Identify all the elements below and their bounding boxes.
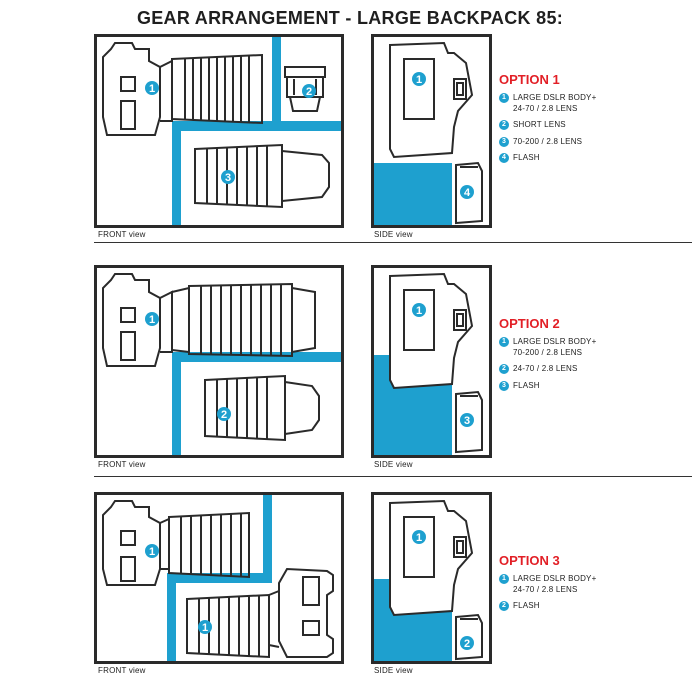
badge-side-2: 2: [464, 638, 470, 650]
item-number: 3: [499, 136, 509, 147]
item-line1: 24-70 / 2.8 LENS: [513, 364, 578, 373]
badge-side-4: 4: [464, 187, 471, 199]
item-line2: 24-70 / 2.8 LENS: [513, 584, 578, 594]
front-view-label: FRONT view: [98, 460, 146, 469]
legend-item: 1 LARGE DSLR BODY+70-200 / 2.8 LENS: [499, 337, 699, 358]
option-legend-1: OPTION 1 1 LARGE DSLR BODY+24-70 / 2.8 LE…: [499, 72, 699, 170]
badge-front-1: 1: [149, 314, 155, 326]
side-view-diagram-option-1: 1 4: [371, 34, 492, 228]
legend-item: 1 LARGE DSLR BODY+24-70 / 2.8 LENS: [499, 93, 699, 114]
option-legend-2: OPTION 2 1 LARGE DSLR BODY+70-200 / 2.8 L…: [499, 316, 699, 397]
item-line2: 24-70 / 2.8 LENS: [513, 103, 578, 113]
section-divider: [94, 242, 692, 243]
front-view-diagram-option-3: 1 1: [94, 492, 344, 664]
item-line1: LARGE DSLR BODY+: [513, 337, 597, 346]
badge-front-1: 1: [149, 83, 155, 95]
item-number: 1: [499, 93, 509, 103]
badge-front-1b: 1: [202, 622, 208, 634]
option-title: OPTION 3: [499, 553, 560, 568]
option-title: OPTION 1: [499, 72, 560, 87]
badge-front-2: 2: [306, 86, 312, 98]
legend-item: 2 24-70 / 2.8 LENS: [499, 364, 699, 375]
front-view-diagram-option-1: 1 2 3: [94, 34, 344, 228]
item-number: 3: [499, 380, 509, 391]
badge-side-1: 1: [416, 532, 422, 544]
item-line1: LARGE DSLR BODY+: [513, 93, 597, 102]
legend-item: 3 70-200 / 2.8 LENS: [499, 136, 699, 148]
front-view-diagram-option-2: 1 2: [94, 265, 344, 458]
item-line1: 70-200 / 2.8 LENS: [513, 136, 583, 146]
item-line1: SHORT LENS: [513, 120, 566, 129]
item-line1: FLASH: [513, 153, 540, 162]
side-view-diagram-option-3: 1 2: [371, 492, 492, 664]
badge-front-3: 3: [225, 172, 231, 184]
legend-item: 4 FLASH: [499, 153, 699, 164]
page-title: GEAR ARRANGEMENT - LARGE BACKPACK 85:: [136, 8, 564, 28]
item-number: 1: [499, 337, 509, 347]
legend-item: 3 FLASH: [499, 380, 699, 392]
side-view-diagram-option-2: 1 3: [371, 265, 492, 458]
side-view-label: SIDE view: [374, 666, 413, 675]
front-view-label: FRONT view: [98, 666, 146, 675]
item-number: 2: [499, 601, 509, 611]
side-view-label: SIDE view: [374, 460, 413, 469]
item-line2: 70-200 / 2.8 LENS: [513, 347, 583, 357]
item-number: 2: [499, 364, 509, 374]
legend-item: 2 FLASH: [499, 601, 699, 612]
legend-item: 2 SHORT LENS: [499, 120, 699, 131]
badge-front-2: 2: [221, 409, 227, 421]
legend-item: 1 LARGE DSLR BODY+24-70 / 2.8 LENS: [499, 574, 699, 595]
item-number: 4: [499, 153, 509, 163]
item-line1: FLASH: [513, 601, 540, 610]
section-divider: [94, 476, 692, 477]
badge-side-3: 3: [464, 415, 470, 427]
side-view-label: SIDE view: [374, 230, 413, 239]
item-line1: FLASH: [513, 380, 540, 390]
badge-side-1: 1: [416, 305, 422, 317]
option-legend-3: OPTION 3 1 LARGE DSLR BODY+24-70 / 2.8 LE…: [499, 553, 699, 618]
badge-front-1: 1: [149, 546, 155, 558]
item-number: 2: [499, 120, 509, 130]
front-view-label: FRONT view: [98, 230, 146, 239]
option-title: OPTION 2: [499, 316, 560, 331]
badge-side-1: 1: [416, 74, 422, 86]
item-line1: LARGE DSLR BODY+: [513, 574, 597, 583]
item-number: 1: [499, 574, 509, 584]
